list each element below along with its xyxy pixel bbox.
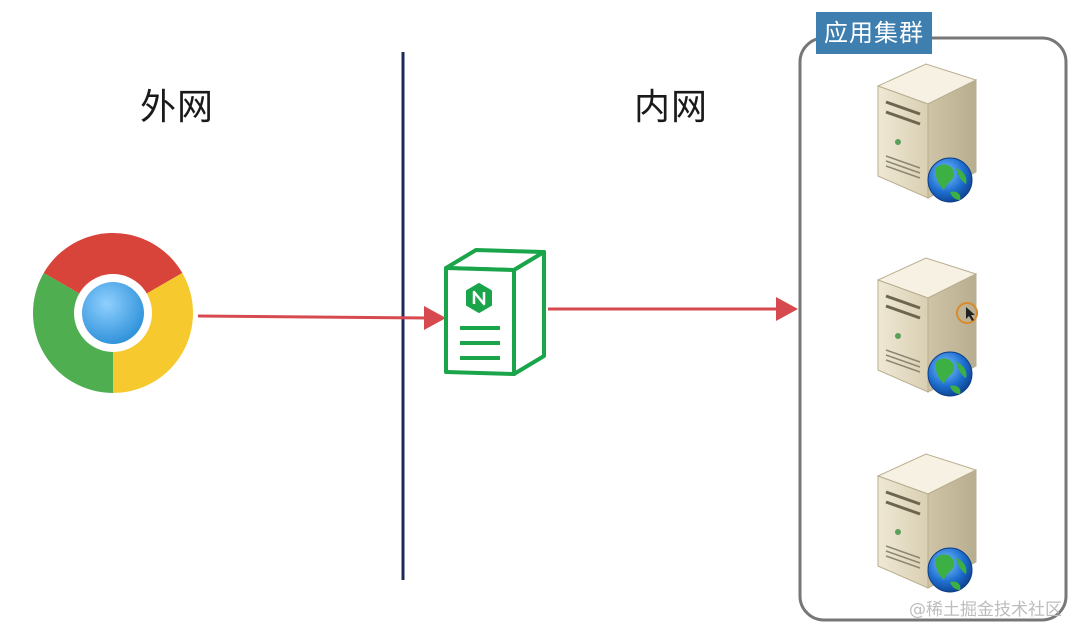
arrow-proxy-to-cluster bbox=[548, 297, 798, 321]
cluster-title-tag: 应用集群 bbox=[816, 12, 932, 54]
arrow-browser-to-proxy bbox=[197, 306, 446, 330]
cursor-pointer-icon bbox=[956, 302, 978, 324]
web-server-icon bbox=[876, 62, 978, 204]
web-server-icon bbox=[876, 452, 978, 594]
chrome-browser-icon bbox=[32, 232, 194, 393]
nginx-server-icon bbox=[444, 248, 546, 376]
outer-network-label: 外网 bbox=[140, 87, 215, 128]
inner-network-label: 内网 bbox=[634, 87, 709, 128]
watermark: @稀土掘金技术社区 bbox=[909, 600, 1062, 620]
cluster-container bbox=[798, 36, 1068, 622]
web-server-icon bbox=[876, 256, 978, 398]
